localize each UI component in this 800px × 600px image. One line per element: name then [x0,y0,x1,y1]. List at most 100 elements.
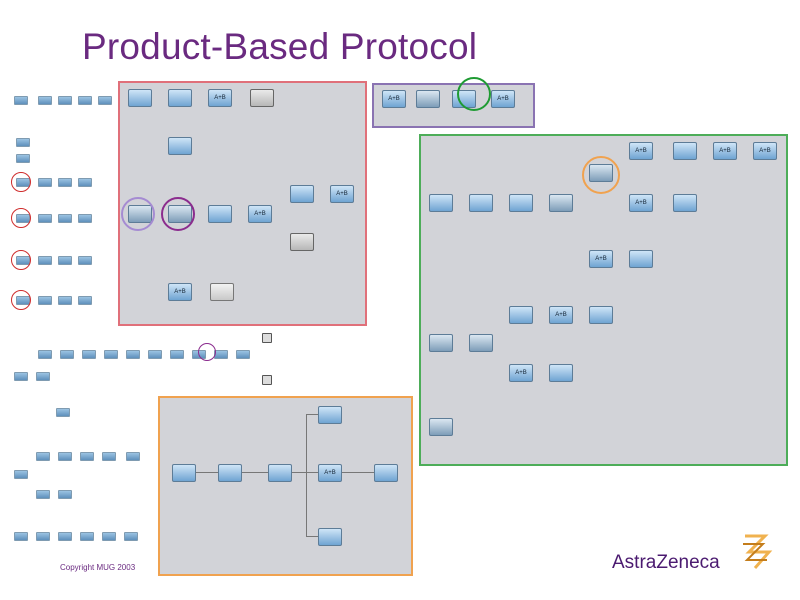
highlight-ring [11,172,31,192]
mini-node [36,452,50,461]
mini-node [126,452,140,461]
mini-node [58,256,72,265]
node [290,233,314,251]
mini-node [38,214,52,223]
mini-node [236,350,250,359]
astrazeneca-logo-icon [743,534,773,569]
mini-node [58,214,72,223]
connector [306,414,318,415]
highlight-ring [11,208,31,228]
mini-node [78,96,92,105]
mini-node [38,256,52,265]
mini-node [80,532,94,541]
connector [342,472,374,473]
mini-node [102,452,116,461]
mini-node [16,138,30,147]
mini-node [102,532,116,541]
mini-node [170,350,184,359]
node [128,89,152,107]
mini-node [78,214,92,223]
mini-node [58,532,72,541]
node: A+B [168,283,192,301]
node: A+B [382,90,406,108]
mini-node [38,178,52,187]
highlight-ring [457,77,491,111]
node [629,250,653,268]
connector [242,472,268,473]
node [429,418,453,436]
node [673,142,697,160]
highlight-ring [582,156,620,194]
node [168,89,192,107]
node [210,283,234,301]
node: A+B [208,89,232,107]
node: A+B [629,194,653,212]
node: A+B [318,464,342,482]
node [374,464,398,482]
highlight-ring [198,343,216,361]
mini-node [148,350,162,359]
node [673,194,697,212]
monitor-mini [262,333,272,343]
node: A+B [713,142,737,160]
node [218,464,242,482]
node: A+B [589,250,613,268]
mini-node [82,350,96,359]
mini-node [58,490,72,499]
monitor-mini [262,375,272,385]
mini-node [214,350,228,359]
node: A+B [753,142,777,160]
node: A+B [549,306,573,324]
copyright-text: Copyright MUG 2003 [60,563,136,572]
mini-node [124,532,138,541]
node [589,306,613,324]
highlight-ring [11,250,31,270]
node [469,334,493,352]
mini-node [78,178,92,187]
node [208,205,232,223]
highlight-ring [11,290,31,310]
node [172,464,196,482]
mini-node [38,296,52,305]
node [509,194,533,212]
mini-node [58,296,72,305]
node [509,306,533,324]
node [549,364,573,382]
red-panel: A+B A+B A+B A+B [118,81,367,326]
node [429,334,453,352]
slide-title: Product-Based Protocol [82,26,478,67]
connector [306,414,307,536]
orange-panel: A+B [158,396,413,576]
connector [196,472,218,473]
mini-node [38,350,52,359]
mini-node [36,490,50,499]
node: A+B [629,142,653,160]
mini-node [126,350,140,359]
mini-node [58,178,72,187]
mini-node [38,96,52,105]
highlight-ring [161,197,195,231]
mini-node [36,372,50,381]
node [429,194,453,212]
mini-node [14,96,28,105]
mini-node [78,256,92,265]
node [268,464,292,482]
mini-node [60,350,74,359]
mini-node [80,452,94,461]
node [250,89,274,107]
mini-node [36,532,50,541]
mini-node [58,96,72,105]
mini-node [78,296,92,305]
node [318,406,342,424]
mini-node [58,452,72,461]
node [168,137,192,155]
mini-node [14,532,28,541]
node: A+B [491,90,515,108]
node [549,194,573,212]
mini-node [14,470,28,479]
brand-text: AstraZeneca [612,552,720,573]
node: A+B [330,185,354,203]
mini-node [14,372,28,381]
node [290,185,314,203]
node [318,528,342,546]
